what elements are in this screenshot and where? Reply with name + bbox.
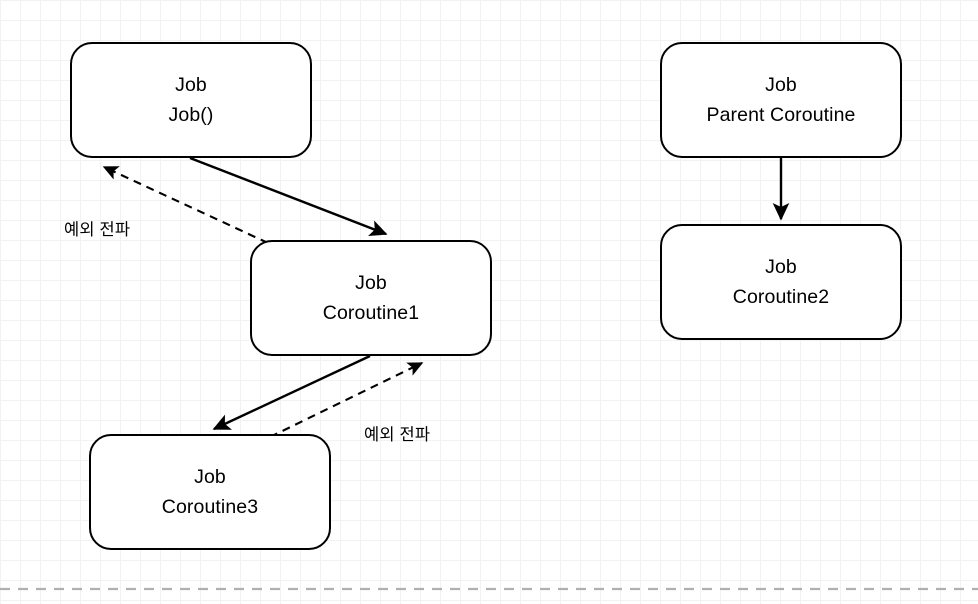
edge-job-to-coroutine1 xyxy=(189,156,388,236)
node-job-root-title: Job xyxy=(175,74,207,96)
edge-coroutine1-to-coroutine3 xyxy=(212,354,371,431)
edge-coroutine1-to-job-exception xyxy=(102,166,269,244)
node-coroutine1[interactable]: Job Coroutine1 xyxy=(250,240,492,356)
node-coroutine1-title: Job xyxy=(355,272,387,294)
node-coroutine3-subtitle: Coroutine3 xyxy=(161,496,259,518)
node-coroutine1-subtitle: Coroutine1 xyxy=(322,302,420,324)
node-parent-coroutine-title: Job xyxy=(765,74,797,96)
edge-coroutine3-to-coroutine1-exception xyxy=(269,362,424,438)
node-parent-coroutine-subtitle: Parent Coroutine xyxy=(706,104,856,126)
node-job-root[interactable]: Job Job() xyxy=(70,42,312,158)
node-coroutine2-subtitle: Coroutine2 xyxy=(732,286,830,308)
node-coroutine3-title: Job xyxy=(194,466,226,488)
edge-label-exception-lower: 예외 전파 xyxy=(364,426,431,444)
node-coroutine2-title: Job xyxy=(765,256,797,278)
node-coroutine3[interactable]: Job Coroutine3 xyxy=(89,434,331,550)
node-parent-coroutine[interactable]: Job Parent Coroutine xyxy=(660,42,902,158)
edge-label-exception-upper: 예외 전파 xyxy=(64,221,131,239)
node-coroutine2[interactable]: Job Coroutine2 xyxy=(660,224,902,340)
node-job-root-subtitle: Job() xyxy=(168,104,214,126)
